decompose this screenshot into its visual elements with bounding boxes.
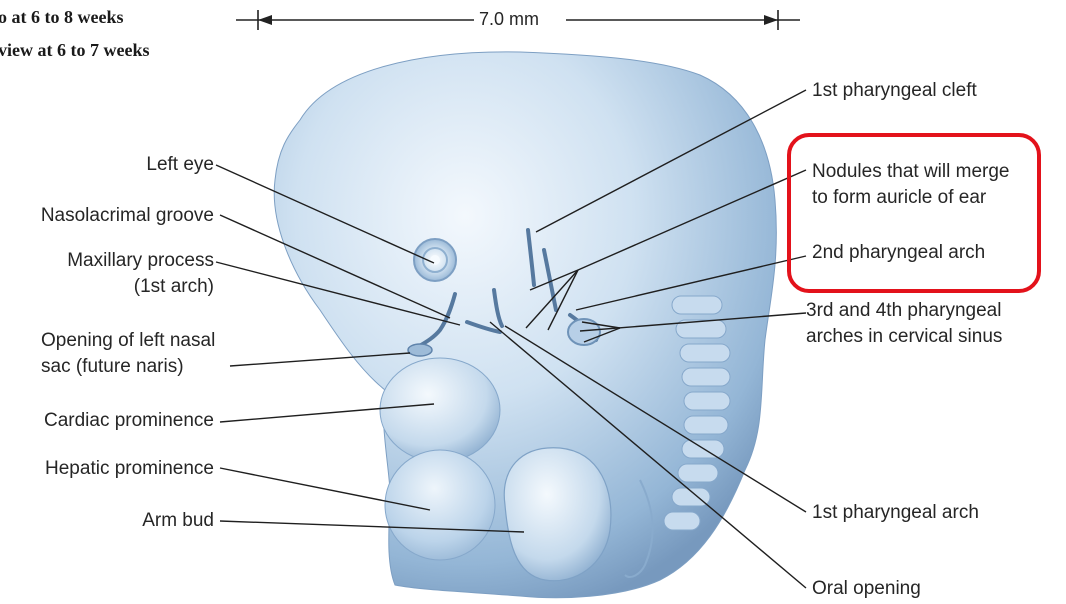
label-third-fourth-arches-line-1: 3rd and 4th pharyngeal [806,300,1001,322]
label-third-fourth-arches-line-2: arches in cervical sinus [806,326,1002,348]
scale-bar-label: 7.0 mm [476,9,542,30]
highlight-box [787,133,1041,293]
label-oral-opening: Oral opening [812,578,921,600]
label-left-eye: Left eye [146,154,214,176]
label-nasal-sac-line-1: Opening of left nasal [41,330,215,352]
label-nasolacrimal-groove: Nasolacrimal groove [41,205,214,227]
label-maxillary-process-arch: (1st arch) [134,276,214,298]
label-arm-bud: Arm bud [142,510,214,532]
label-nasal-sac-line-2: sac (future naris) [41,356,184,378]
label-first-pharyngeal-arch: 1st pharyngeal arch [812,502,979,524]
label-maxillary-process: Maxillary process [67,250,214,272]
label-hepatic-prominence: Hepatic prominence [45,458,214,480]
label-first-pharyngeal-cleft: 1st pharyngeal cleft [812,80,977,102]
label-cardiac-prominence: Cardiac prominence [44,410,214,432]
arm-bud-shape [504,448,611,581]
header-line-1: o at 6 to 8 weeks [0,7,123,28]
cardiac-bulge [380,358,500,462]
header-line-2: view at 6 to 7 weeks [0,40,149,61]
